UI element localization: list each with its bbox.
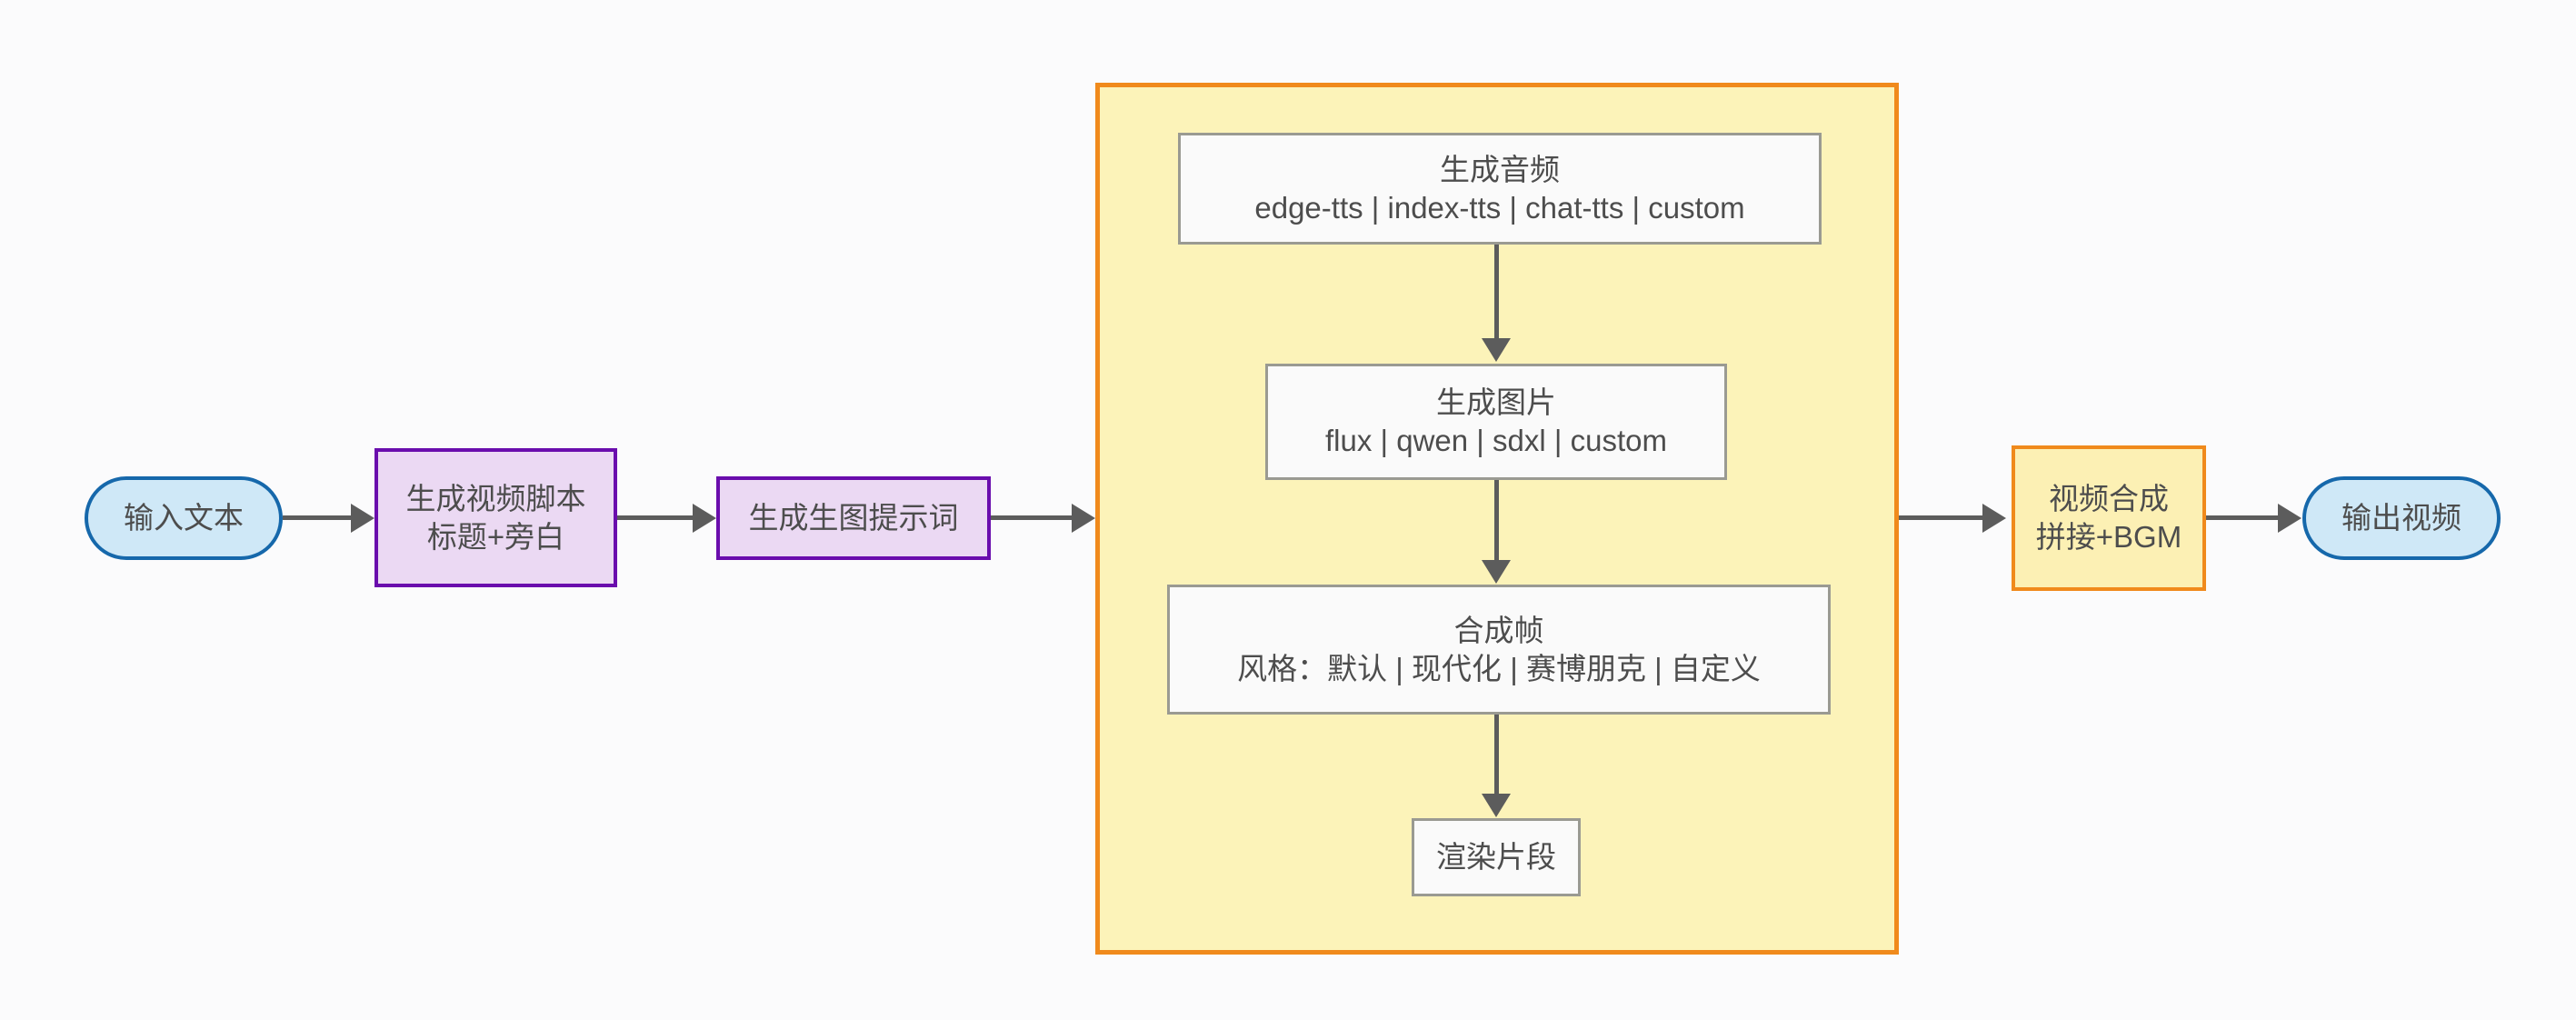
node-input-text[interactable]: 输入文本: [85, 476, 283, 560]
node-generate-audio-line1: 生成音频: [1440, 152, 1560, 186]
edge-image-to-frame-arrow: [1482, 560, 1511, 584]
node-generate-image[interactable]: 生成图片 flux | qwen | sdxl | custom: [1265, 364, 1727, 480]
node-video-compose[interactable]: 视频合成 拼接+BGM: [2012, 445, 2206, 591]
edge-compose-to-output-arrow: [2278, 504, 2301, 533]
node-render-segment-label: 渲染片段: [1436, 840, 1556, 875]
edge-frame-to-render-line: [1494, 715, 1499, 795]
node-generate-image-line1: 生成图片: [1436, 385, 1556, 420]
edge-audio-to-image-arrow: [1482, 338, 1511, 362]
node-generate-script[interactable]: 生成视频脚本 标题+旁白: [374, 448, 617, 587]
edge-input-to-script-arrow: [351, 504, 374, 533]
node-video-compose-line1: 视频合成: [2049, 482, 2169, 516]
node-output-video[interactable]: 输出视频: [2302, 476, 2501, 560]
edge-compose-to-output-line: [2206, 515, 2278, 520]
node-generate-audio[interactable]: 生成音频 edge-tts | index-tts | chat-tts | c…: [1178, 133, 1822, 245]
node-video-compose-line2: 拼接+BGM: [2035, 520, 2182, 554]
edge-prompt-to-subgraph-line: [991, 515, 1072, 520]
edge-input-to-script-line: [283, 515, 351, 520]
node-generate-audio-line2: edge-tts | index-tts | chat-tts | custom: [1254, 190, 1745, 225]
edge-subgraph-to-compose-line: [1899, 515, 1982, 520]
node-generate-image-line2: flux | qwen | sdxl | custom: [1324, 424, 1668, 457]
edge-audio-to-image-line: [1494, 245, 1499, 340]
edge-frame-to-render-arrow: [1482, 794, 1511, 817]
edge-subgraph-to-compose-arrow: [1982, 504, 2006, 533]
node-input-text-label: 输入文本: [124, 501, 244, 535]
edge-script-to-prompt-line: [617, 515, 693, 520]
edge-image-to-frame-line: [1494, 480, 1499, 561]
node-generate-script-line2: 标题+旁白: [426, 519, 565, 554]
edge-script-to-prompt-arrow: [693, 504, 716, 533]
node-generate-prompt[interactable]: 生成生图提示词: [716, 476, 991, 560]
node-generate-script-line1: 生成视频脚本: [405, 481, 586, 515]
edge-prompt-to-subgraph-arrow: [1072, 504, 1095, 533]
node-composite-frame[interactable]: 合成帧 风格：默认 | 现代化 | 赛博朋克 | 自定义: [1167, 585, 1831, 715]
node-generate-prompt-label: 生成生图提示词: [748, 501, 959, 535]
node-output-video-label: 输出视频: [2341, 501, 2461, 535]
node-render-segment[interactable]: 渲染片段: [1412, 818, 1581, 896]
node-composite-frame-line1: 合成帧: [1453, 613, 1544, 647]
node-composite-frame-line2: 风格：默认 | 现代化 | 赛博朋克 | 自定义: [1237, 651, 1761, 685]
